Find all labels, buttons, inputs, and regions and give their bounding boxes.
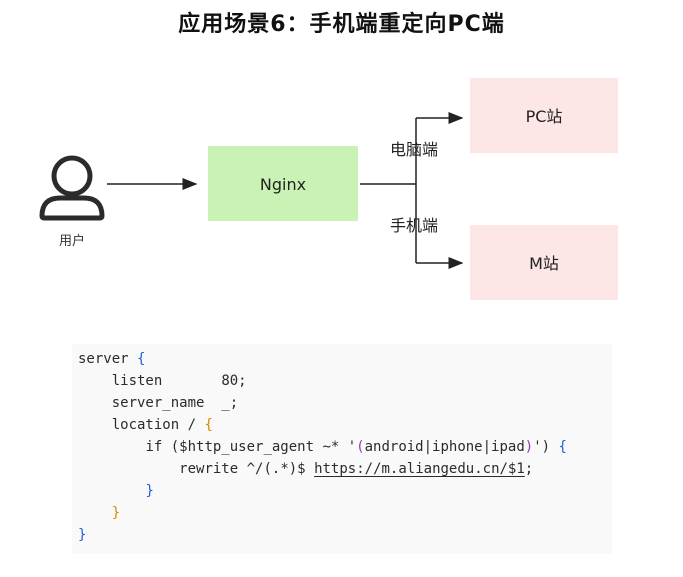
code-line-9: } xyxy=(78,524,86,546)
code-brace: } xyxy=(111,505,121,521)
code-server-name-keyword: server_name xyxy=(111,395,205,411)
user-label: 用户 xyxy=(59,233,85,249)
mobile-site-node xyxy=(470,225,618,300)
code-brace: { xyxy=(204,417,213,433)
code-if-condition-c: ') xyxy=(533,439,551,455)
code-line-1: server { xyxy=(78,348,145,370)
code-if-keyword: if xyxy=(145,439,163,455)
code-location-keyword: location / xyxy=(111,417,197,433)
nginx-config-code: server { listen 80; server_name _; locat… xyxy=(72,344,612,554)
code-brace: } xyxy=(145,483,154,499)
code-line-7: } xyxy=(78,480,154,502)
code-rewrite-url: https://m.aliangedu.cn/$1 xyxy=(314,461,525,477)
mobile-site-label: M站 xyxy=(529,254,559,273)
user-icon xyxy=(39,155,105,221)
code-brace: { xyxy=(137,351,146,367)
code-rewrite-keyword: rewrite xyxy=(179,461,239,477)
code-brace: { xyxy=(558,439,567,455)
code-line-4: location / { xyxy=(78,414,213,436)
code-line-3: server_name _; xyxy=(78,392,238,414)
code-paren: ( xyxy=(356,439,365,455)
code-line-8: } xyxy=(78,502,120,524)
code-if-condition-b: android|iphone|ipad xyxy=(364,439,525,455)
code-server-keyword: server xyxy=(78,351,129,367)
code-if-condition-a: ($http_user_agent ~* ' xyxy=(162,439,357,455)
code-rewrite-pattern: ^/(.*)$ xyxy=(246,461,306,477)
code-line-6: rewrite ^/(.*)$ https://m.aliangedu.cn/$… xyxy=(78,458,533,480)
code-listen-keyword: listen xyxy=(111,373,163,389)
code-line-2: listen 80; xyxy=(78,370,247,392)
flow-diagram: 用户 Nginx 电脑端 手机端 PC站 M站 xyxy=(39,78,618,300)
code-paren: ) xyxy=(524,439,534,455)
code-line-5: if ($http_user_agent ~* '(android|iphone… xyxy=(78,436,567,458)
code-brace: } xyxy=(78,527,87,543)
pc-edge-label: 电脑端 xyxy=(390,140,438,159)
code-server-name-value: _; xyxy=(221,395,239,411)
nginx-node xyxy=(208,146,358,221)
pc-site-node xyxy=(470,78,618,153)
nginx-label: Nginx xyxy=(260,175,306,194)
code-listen-value: 80; xyxy=(221,373,247,389)
mobile-edge-label: 手机端 xyxy=(390,216,438,235)
pc-site-label: PC站 xyxy=(526,107,563,126)
code-rewrite-end: ; xyxy=(524,461,534,477)
page-title: 应用场景6：手机端重定向PC端 xyxy=(178,12,505,37)
